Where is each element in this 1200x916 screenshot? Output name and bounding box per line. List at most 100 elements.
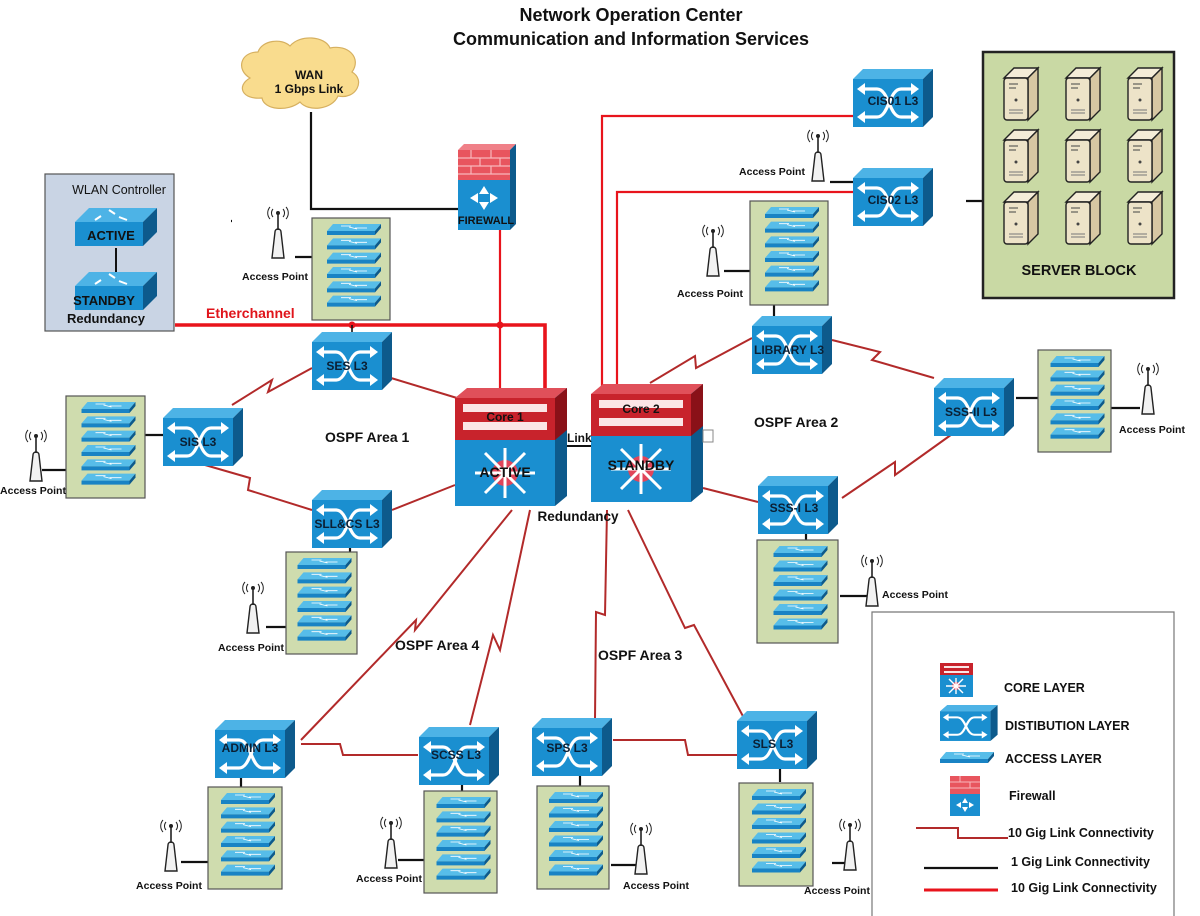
access-point-icon <box>1136 362 1160 415</box>
server-icon[interactable] <box>1003 129 1039 183</box>
legend: CORE LAYER DISTIBUTION LAYER ACCESS LAYE… <box>871 611 1175 916</box>
access-rack[interactable] <box>536 785 610 890</box>
access-switch <box>436 839 491 852</box>
access-rack[interactable] <box>1037 349 1112 453</box>
dist-switch-scss[interactable]: SCSS L3 <box>417 725 501 787</box>
legend-label-firewall: Firewall <box>1009 789 1056 803</box>
access-point-icon <box>701 224 725 277</box>
dist-switch-ses[interactable]: SES L3 <box>310 330 394 392</box>
sllcs-label: SLL&CS L3 <box>314 517 380 531</box>
access-switch <box>326 295 382 308</box>
access-point[interactable]: Access Point <box>739 129 830 182</box>
legend-label-core: CORE LAYER <box>1004 681 1085 695</box>
cis01-label: CIS01 L3 <box>868 94 919 108</box>
dist-switch-admin[interactable]: ADMIN L3 <box>213 718 297 780</box>
access-rack[interactable] <box>756 539 839 644</box>
access-racks <box>65 200 1112 894</box>
access-switch <box>326 252 382 265</box>
access-switch <box>81 473 136 486</box>
access-point-label: Access Point <box>739 166 805 178</box>
wlan-active-controller[interactable] <box>75 208 157 246</box>
sss1-label: SSS-I L3 <box>770 501 819 515</box>
wan-link-label: 1 Gbps Link <box>275 82 344 96</box>
access-switch <box>764 265 820 278</box>
server-icon[interactable] <box>1065 67 1101 121</box>
access-point[interactable]: Access Point <box>136 819 202 892</box>
sss2-label: SSS-II L3 <box>945 405 997 419</box>
access-switch <box>1050 412 1105 425</box>
core-1-name: Core 1 <box>486 410 524 424</box>
access-point[interactable]: Access Point <box>623 822 689 892</box>
dist-switch-cis01[interactable]: CIS01 L3 <box>851 67 935 129</box>
server-icon[interactable] <box>1065 191 1101 245</box>
dist-switch-sllcs[interactable]: SLL&CS L3 <box>310 488 394 550</box>
wlan-standby-controller[interactable] <box>75 272 157 310</box>
dist-switch-sps[interactable]: SPS L3 <box>530 716 614 778</box>
servers <box>1003 67 1163 245</box>
dist-switch-sss1[interactable]: SSS-I L3 <box>756 474 840 536</box>
access-point[interactable]: Access Point <box>242 206 308 283</box>
access-point[interactable]: Access Point <box>804 818 870 897</box>
legend-access-layer-icon <box>939 751 995 764</box>
server-icon[interactable] <box>1127 67 1163 121</box>
access-point[interactable]: Access Point <box>0 429 66 497</box>
access-point[interactable]: Access Point <box>860 554 949 607</box>
server-icon[interactable] <box>1127 129 1163 183</box>
wlan-standby-label: STANDBY <box>73 293 135 308</box>
access-point-label: Access Point <box>356 873 422 885</box>
access-switch <box>548 791 604 804</box>
access-point[interactable]: Access Point <box>1119 362 1185 436</box>
dist-switch-cis02[interactable]: CIS02 L3 <box>851 166 935 228</box>
access-rack[interactable] <box>207 786 283 890</box>
ospf-area-4-label: OSPF Area 4 <box>395 637 480 653</box>
access-point-label: Access Point <box>0 485 66 497</box>
access-switch <box>773 560 828 572</box>
access-switch <box>1050 355 1105 368</box>
access-point[interactable]: Access Point <box>218 581 284 654</box>
core-2-state: STANDBY <box>608 457 675 473</box>
ten-gig-straight-links <box>175 323 547 392</box>
access-switch <box>548 849 604 862</box>
core-switch-2[interactable]: Core 2 STANDBY <box>591 384 703 502</box>
access-point-label: Access Point <box>623 880 689 892</box>
access-switch <box>326 223 382 236</box>
access-point-label: Access Point <box>136 880 202 892</box>
dist-switch-sss2[interactable]: SSS-II L3 <box>932 376 1016 438</box>
ospf-area-2-label: OSPF Area 2 <box>754 414 839 430</box>
access-point-label: Access Point <box>677 288 743 300</box>
access-rack[interactable] <box>65 395 146 499</box>
access-switch <box>220 835 276 848</box>
access-switch <box>548 864 604 876</box>
access-rack[interactable] <box>738 782 814 887</box>
access-point[interactable]: Access Point <box>677 224 743 300</box>
dist-switch-library[interactable]: LIBRARY L3 <box>750 314 834 376</box>
access-switch <box>1050 384 1105 397</box>
server-icon[interactable] <box>1003 67 1039 121</box>
core-1-state: ACTIVE <box>479 464 530 480</box>
dist-switch-sls[interactable]: SLS L3 <box>735 709 819 771</box>
access-rack[interactable] <box>423 790 498 894</box>
access-switch <box>773 574 828 587</box>
dist-switch-sis[interactable]: SIS L3 <box>161 406 245 468</box>
server-icon[interactable] <box>1003 191 1039 245</box>
access-switch <box>548 806 604 818</box>
access-switch <box>548 835 604 847</box>
core-switch-1[interactable]: Core 1 ACTIVE <box>455 388 567 506</box>
server-icon[interactable] <box>1065 129 1101 183</box>
core-2-name: Core 2 <box>622 402 660 416</box>
core-redundancy-label: Redundancy <box>537 509 619 524</box>
access-point-icon <box>860 554 884 607</box>
access-rack[interactable] <box>311 217 391 321</box>
ospf-area-3-label: OSPF Area 3 <box>598 647 683 663</box>
access-switch <box>297 600 352 613</box>
server-icon[interactable] <box>1127 191 1163 245</box>
access-rack[interactable] <box>749 200 829 306</box>
access-rack[interactable] <box>285 551 358 655</box>
firewall-device[interactable]: FIREWALL <box>458 144 516 230</box>
access-point[interactable]: Access Point <box>356 816 422 885</box>
access-point-icon <box>241 581 265 634</box>
title-line-1: Network Operation Center <box>519 5 742 25</box>
access-switch <box>81 415 136 428</box>
